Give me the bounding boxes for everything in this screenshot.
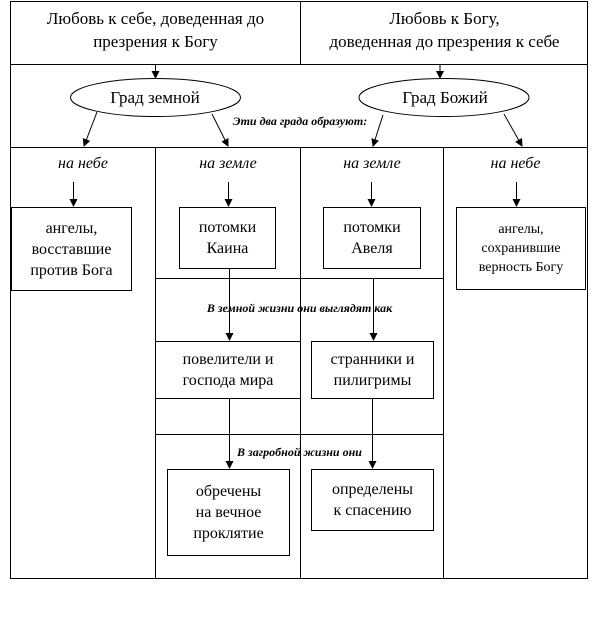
- box-abel-descendants: потомки Авеля: [323, 207, 421, 269]
- box-cain-descendants: потомки Каина: [179, 207, 276, 269]
- box-lords-of-world: повелители и господа мира: [155, 341, 301, 399]
- city-heavenly-label: Град Божий: [402, 88, 488, 107]
- header-right-text: Любовь к Богу, доведенная до презрения к…: [329, 9, 560, 51]
- box-pilgrims: странники и пилигримы: [311, 341, 434, 399]
- col4-header: на небе: [490, 155, 541, 172]
- col3-header: на земле: [343, 155, 401, 172]
- box-doomed: обречены на вечное проклятие: [167, 469, 290, 556]
- header-left-text: Любовь к себе, доведенная до презрения к…: [46, 9, 265, 51]
- box-faithful-angels: ангелы, сохранившие верность Богу: [456, 207, 586, 290]
- earthly-life-note: В земной жизни они выглядят как: [206, 301, 393, 315]
- col2-header: на земле: [199, 155, 257, 172]
- col1-header: на небе: [58, 155, 108, 172]
- box-fallen-angels: ангелы, восставшие против Бога: [11, 207, 132, 291]
- oval-heavenly: [358, 78, 530, 117]
- outer-frame: [10, 1, 588, 579]
- connector-note: Эти два града образуют:: [232, 114, 368, 128]
- afterlife-note: В загробной жизни они: [237, 445, 362, 459]
- city-earthly-label: Град земной: [110, 88, 200, 107]
- box-saved: определены к спасению: [311, 469, 434, 531]
